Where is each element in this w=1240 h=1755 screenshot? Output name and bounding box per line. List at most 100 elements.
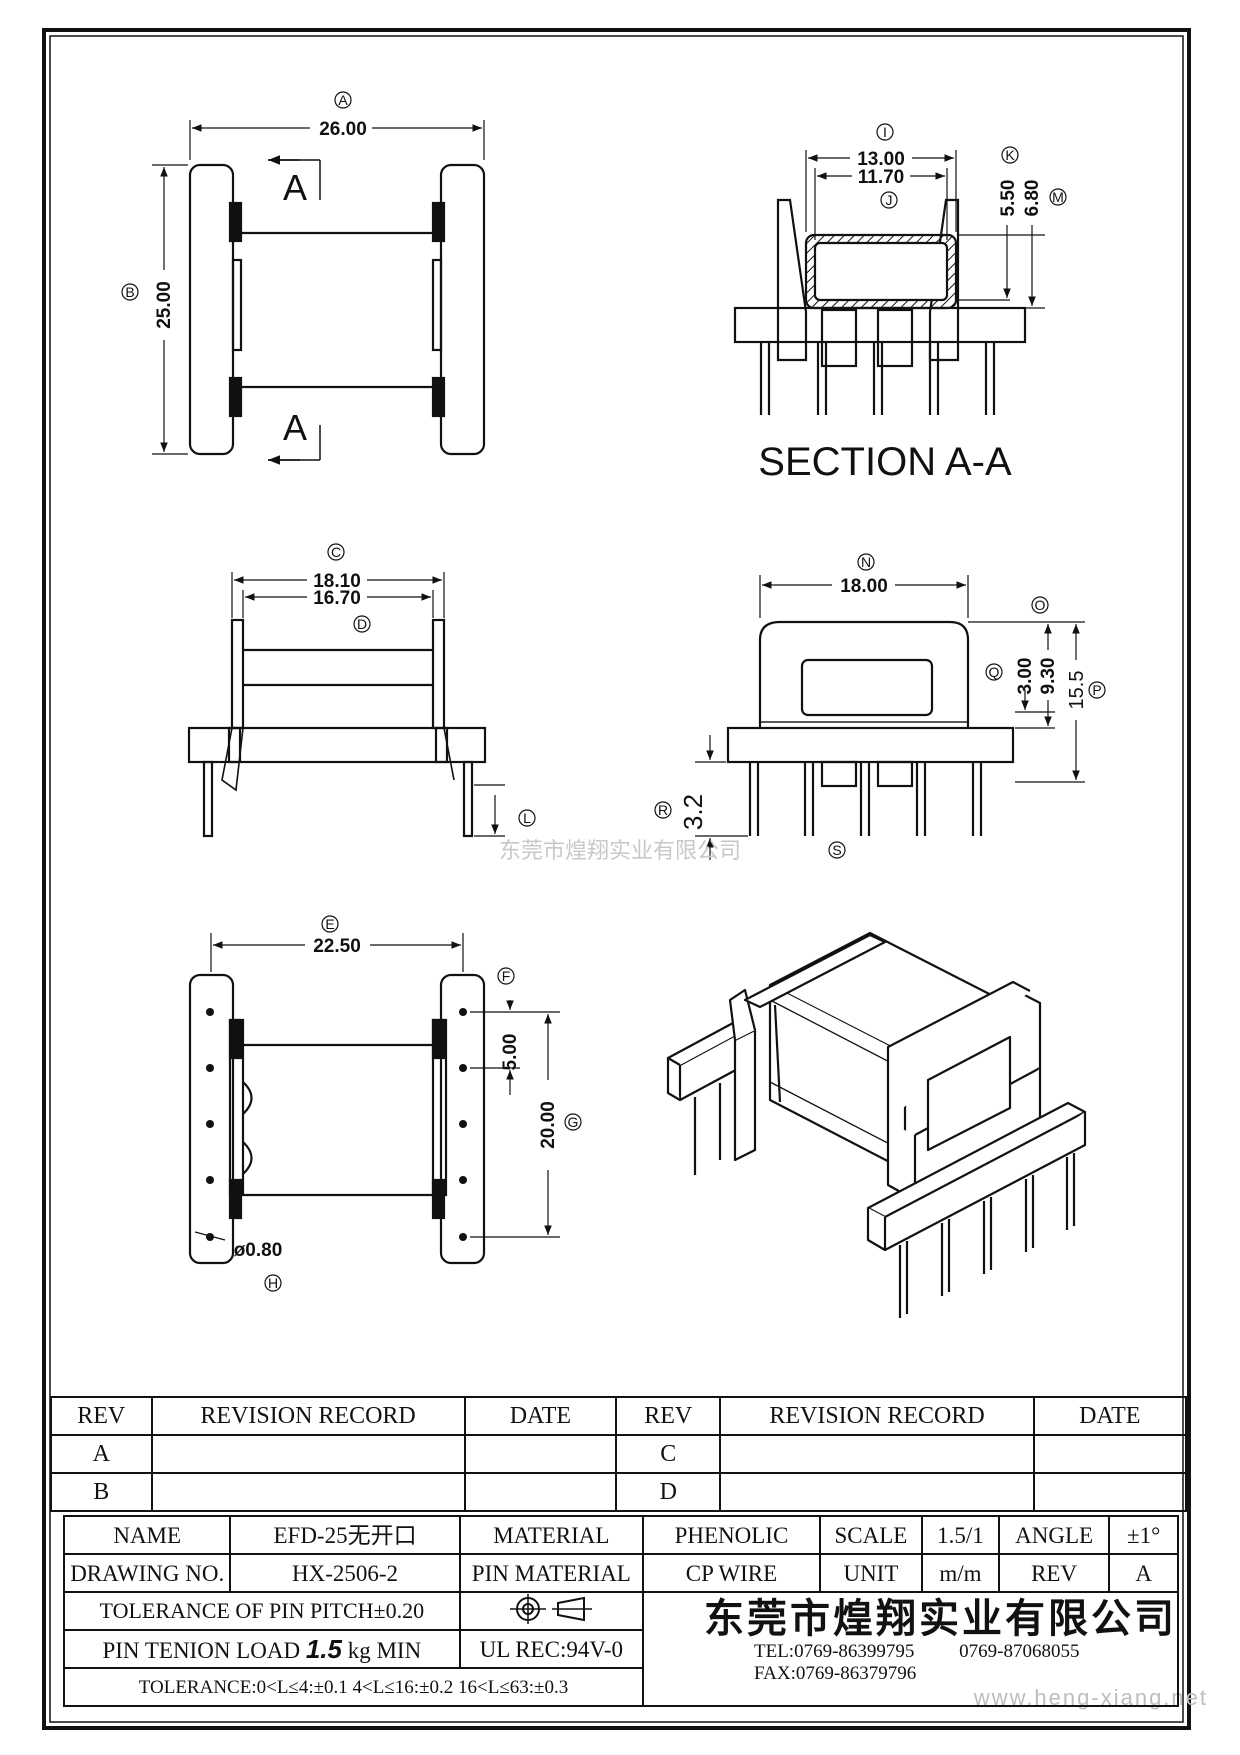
rev-label: REV	[997, 1553, 1111, 1593]
callout-o: O	[1035, 597, 1046, 613]
side-view	[187, 543, 536, 838]
revision-record-header-right: REVISION RECORD	[719, 1396, 1035, 1436]
dim-f-value: 5.00	[500, 1034, 521, 1071]
company-block: 东莞市煌翔实业有限公司 TEL:0769-86399795 0769-87068…	[641, 1591, 1180, 1707]
front-view	[654, 553, 1106, 860]
dim-q-value: 3.00	[1015, 658, 1036, 695]
callout-e: E	[325, 916, 334, 932]
rev-row-c: C	[615, 1434, 722, 1474]
revision-record-cell	[150, 1434, 466, 1474]
scale-value: 1.5/1	[920, 1515, 1000, 1555]
callout-q: Q	[989, 664, 1000, 680]
bottom-view	[188, 915, 582, 1292]
revision-table: REV REVISION RECORD DATE REV REVISION RE…	[50, 1396, 1188, 1512]
unit-label: UNIT	[818, 1553, 923, 1593]
rev-header-right: REV	[615, 1396, 722, 1436]
callout-p: P	[1092, 682, 1101, 698]
contact-block: TEL:0769-86399795 0769-87068055 FAX:0769…	[753, 1641, 1176, 1685]
dim-k-value: 5.50	[998, 180, 1019, 217]
rev-header-left: REV	[50, 1396, 153, 1436]
projection-symbol	[458, 1591, 644, 1631]
drawing-no-value: HX-2506-2	[229, 1553, 461, 1593]
drawing-no-label: DRAWING NO.	[62, 1553, 232, 1593]
pin-load-suffix: kg MIN	[347, 1638, 422, 1663]
revision-record-cell	[719, 1472, 1035, 1512]
dim-c-value: 18.10	[313, 571, 361, 592]
date-cell	[463, 1472, 618, 1512]
name-value: EFD-25无开口	[229, 1515, 461, 1555]
dim-m-value: 6.80	[1022, 180, 1043, 217]
company-name: 东莞市煌翔实业有限公司	[703, 1595, 1177, 1642]
dim-g-value: 20.00	[538, 1101, 559, 1149]
date-header-left: DATE	[463, 1396, 618, 1436]
callout-k: K	[1005, 147, 1015, 163]
tel-number-2: 0769-87068055	[959, 1641, 1080, 1662]
rev-row-d: D	[615, 1472, 722, 1512]
revision-record-cell	[719, 1434, 1035, 1474]
section-view	[733, 123, 1067, 415]
name-label: NAME	[62, 1515, 232, 1555]
callout-f: F	[502, 968, 511, 984]
date-cell	[1032, 1472, 1188, 1512]
callout-h: H	[268, 1275, 278, 1291]
dim-a-value: 26.00	[319, 119, 367, 140]
general-tolerance: TOLERANCE:0<L≤4:±0.1 4<L≤16:±0.2 16<L≤63…	[63, 1667, 644, 1707]
dim-r-value: 3.2	[678, 794, 708, 830]
angle-label: ANGLE	[997, 1515, 1111, 1555]
revision-record-cell	[150, 1472, 466, 1512]
rev-value: A	[1108, 1553, 1179, 1593]
rev-row-b: B	[50, 1472, 153, 1512]
date-cell	[463, 1434, 618, 1474]
dim-o-value: 9.30	[1038, 658, 1059, 695]
section-title: SECTION A-A	[758, 440, 1012, 484]
dim-p-value: 15.5	[1066, 671, 1088, 710]
section-mark-bottom: A	[283, 407, 307, 448]
ul-rec: UL REC:94V-0	[458, 1629, 644, 1669]
callout-j: J	[886, 192, 893, 208]
callout-d: D	[357, 616, 367, 632]
pin-material-value: CP WIRE	[641, 1553, 821, 1593]
first-angle-projection-icon	[510, 1594, 593, 1624]
revision-record-header-left: REVISION RECORD	[150, 1396, 466, 1436]
dim-j-value: 11.70	[858, 167, 905, 188]
callout-m: M	[1052, 189, 1064, 205]
top-view	[121, 91, 486, 465]
material-value: PHENOLIC	[641, 1515, 821, 1555]
dim-d-value: 16.70	[313, 588, 361, 609]
pin-material-label: PIN MATERIAL	[458, 1553, 644, 1593]
scale-label: SCALE	[818, 1515, 923, 1555]
callout-b: B	[125, 284, 134, 300]
callout-n: N	[861, 554, 871, 570]
dim-h-value: ø0.80	[234, 1240, 283, 1261]
unit-value: m/m	[920, 1553, 1000, 1593]
watermark-text: 东莞市煌翔实业有限公司	[499, 839, 741, 864]
pin-load-prefix: PIN TENION LOAD	[102, 1638, 301, 1663]
pin-load-cell: PIN TENION LOAD 1.5 kg MIN	[63, 1629, 461, 1669]
tel-number: TEL:0769-86399795	[753, 1641, 915, 1662]
pin-load-value: 1.5	[305, 1634, 342, 1664]
title-block: NAME EFD-25无开口 MATERIAL PHENOLIC SCALE 1…	[62, 1515, 1180, 1707]
fax-number: FAX:0769-86379796	[753, 1663, 917, 1684]
dim-e-value: 22.50	[313, 936, 361, 957]
outer-border	[42, 28, 1191, 1730]
callout-r: R	[658, 802, 668, 818]
callout-l: L	[523, 810, 531, 826]
date-header-right: DATE	[1032, 1396, 1188, 1436]
dim-i-value: 13.00	[857, 149, 905, 170]
section-mark-top: A	[283, 167, 307, 208]
rev-row-a: A	[50, 1434, 153, 1474]
callout-s: S	[832, 842, 841, 858]
callout-g: G	[568, 1114, 579, 1130]
callout-a: A	[338, 92, 348, 108]
angle-value: ±1°	[1108, 1515, 1179, 1555]
pin-holes	[206, 1008, 467, 1241]
isometric-view	[666, 931, 1087, 1318]
material-label: MATERIAL	[458, 1515, 644, 1555]
dim-n-value: 18.00	[840, 576, 888, 597]
callout-i: I	[883, 124, 887, 140]
inner-border	[49, 35, 1184, 1723]
callout-c: C	[331, 544, 341, 560]
date-cell	[1032, 1434, 1188, 1474]
dim-b-value: 25.00	[154, 281, 175, 329]
